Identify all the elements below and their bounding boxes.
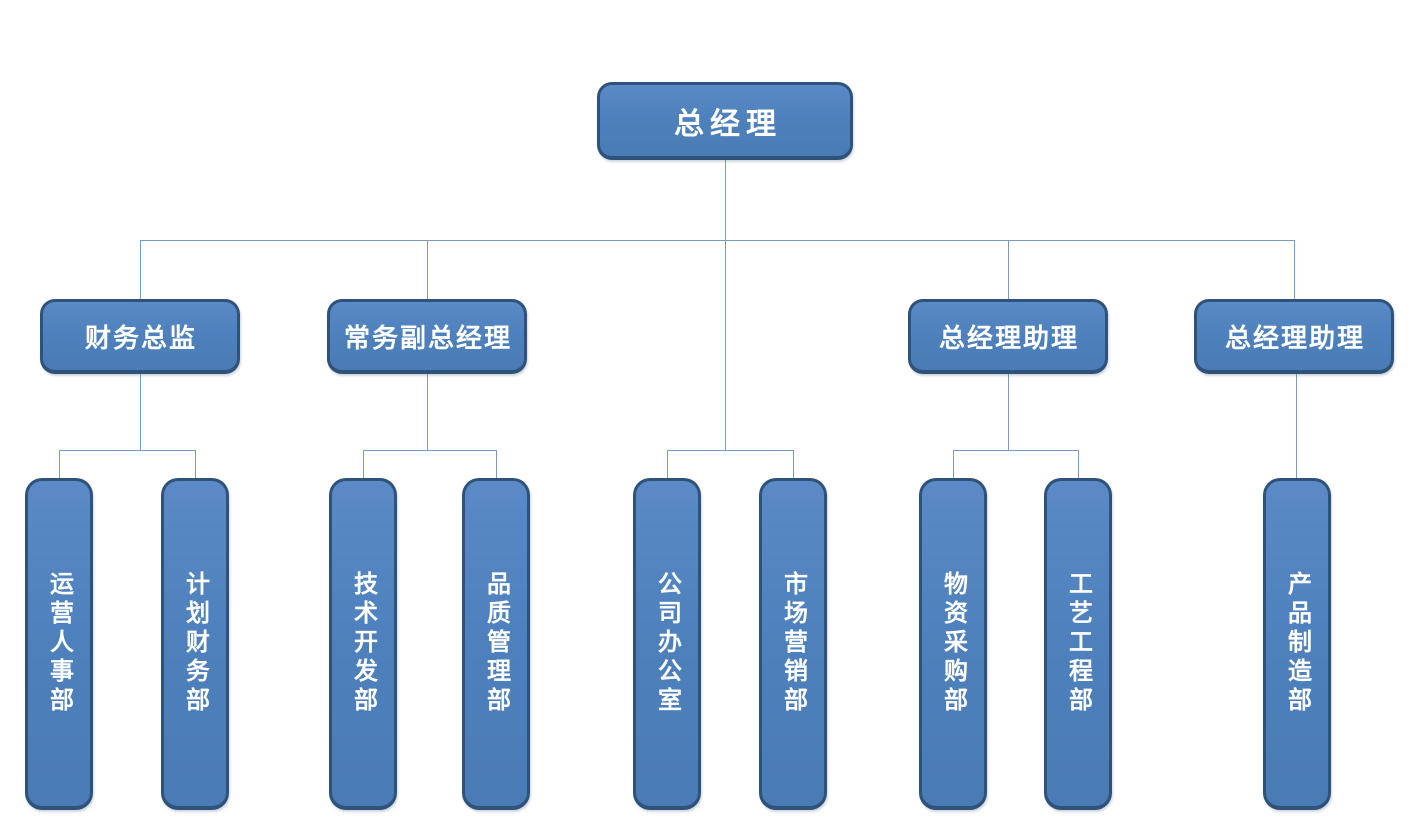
node-label: 产品制造部	[1283, 571, 1310, 716]
connector-drop-manager-2	[427, 240, 428, 299]
connector-drop-dept-3	[363, 450, 364, 478]
node-label: 财务总监	[84, 323, 197, 353]
node-general-manager: 总经理	[597, 82, 853, 160]
connector-drop-dept-7	[953, 450, 954, 478]
node-label: 品质管理部	[482, 571, 509, 716]
node-label: 物资采购部	[939, 571, 966, 716]
node-label: 总经理	[674, 107, 782, 141]
node-label: 公司办公室	[653, 571, 680, 716]
connector-root-stem	[725, 160, 726, 450]
connector-drop-manager-3	[1008, 240, 1009, 299]
connector-branch-manager-2	[363, 450, 496, 451]
connector-branch-root	[667, 450, 793, 451]
node-label: 市场营销部	[779, 571, 806, 716]
node-gm-assistant-1: 总经理助理	[908, 299, 1108, 374]
connector-stem-manager-3	[1008, 374, 1009, 450]
node-dept-process-engineering: 工艺工程部	[1044, 478, 1112, 810]
connector-drop-dept-1	[59, 450, 60, 478]
node-dept-quality-management: 品质管理部	[462, 478, 530, 810]
node-label: 运营人事部	[45, 571, 72, 716]
connector-branch-manager-1	[59, 450, 195, 451]
node-label: 常务副总经理	[343, 323, 512, 353]
node-executive-deputy-gm: 常务副总经理	[327, 299, 527, 374]
node-dept-marketing: 市场营销部	[759, 478, 827, 810]
node-finance-director: 财务总监	[40, 299, 240, 374]
node-label: 技术开发部	[349, 571, 376, 716]
node-dept-operations-hr: 运营人事部	[25, 478, 93, 810]
node-dept-product-manufacturing: 产品制造部	[1263, 478, 1331, 810]
node-dept-tech-development: 技术开发部	[329, 478, 397, 810]
connector-drop-manager-1	[140, 240, 141, 299]
connector-drop-dept-5	[667, 450, 668, 478]
node-gm-assistant-2: 总经理助理	[1194, 299, 1394, 374]
connector-branch-manager-3	[953, 450, 1078, 451]
node-label: 总经理助理	[938, 323, 1079, 353]
connector-stem-manager-2	[427, 374, 428, 450]
node-dept-planning-finance: 计划财务部	[161, 478, 229, 810]
connector-drop-manager-4	[1294, 240, 1295, 299]
connector-trunk	[140, 240, 1294, 241]
connector-drop-dept-2	[195, 450, 196, 478]
connector-stem-manager-4	[1296, 374, 1297, 478]
connector-drop-dept-6	[793, 450, 794, 478]
connector-drop-dept-8	[1078, 450, 1079, 478]
connector-stem-manager-1	[140, 374, 141, 450]
node-label: 工艺工程部	[1064, 571, 1091, 716]
node-dept-company-office: 公司办公室	[633, 478, 701, 810]
node-label: 总经理助理	[1224, 323, 1365, 353]
node-dept-materials-procurement: 物资采购部	[919, 478, 987, 810]
connector-drop-dept-4	[496, 450, 497, 478]
node-label: 计划财务部	[181, 571, 208, 716]
